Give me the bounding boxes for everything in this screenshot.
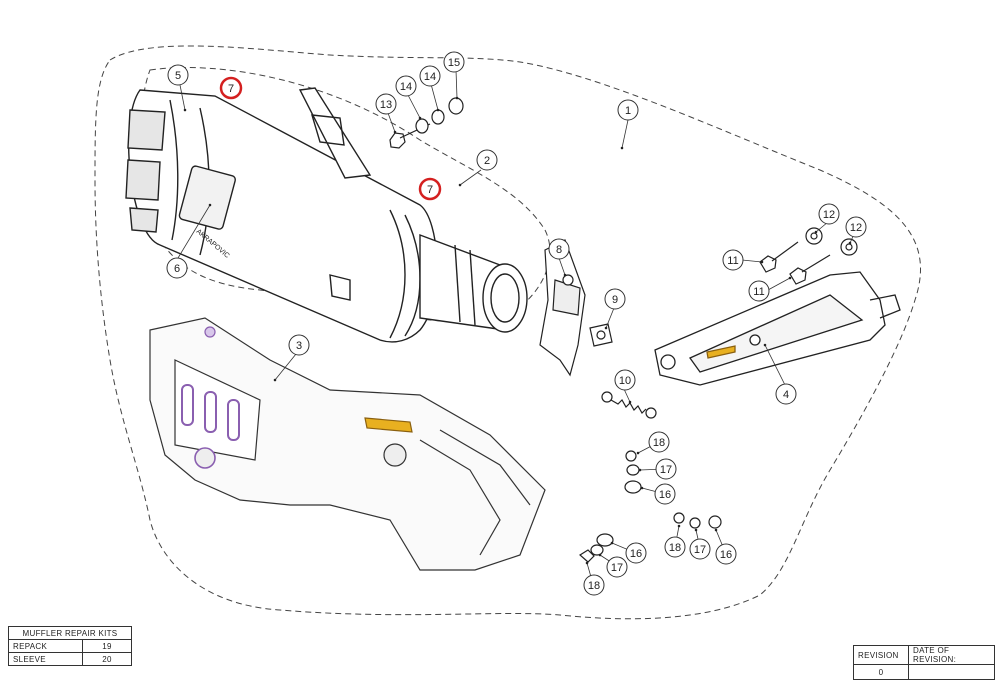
callout-16: 16 (715, 543, 737, 565)
svg-text:2: 2 (484, 155, 490, 167)
svg-text:16: 16 (720, 549, 732, 561)
callout-7-highlighted: 7 (219, 76, 243, 100)
svg-text:9: 9 (612, 294, 618, 306)
table-row: SLEEVE 20 (8, 652, 132, 666)
callout-14: 14 (395, 75, 417, 97)
date-of-revision-value (908, 664, 995, 680)
svg-text:18: 18 (653, 437, 665, 449)
callout-15: 15 (443, 51, 465, 73)
kit-name: SLEEVE (8, 652, 83, 666)
svg-text:17: 17 (660, 464, 672, 476)
callout-7-highlighted: 7 (418, 177, 442, 201)
callout-16: 16 (654, 483, 676, 505)
revision-header: REVISION (853, 645, 909, 665)
svg-text:11: 11 (727, 255, 738, 267)
muffler-body (125, 87, 438, 343)
kits-table-title: MUFFLER REPAIR KITS (8, 626, 132, 640)
callout-18: 18 (583, 574, 605, 596)
table-row: 0 (853, 664, 995, 680)
svg-text:1: 1 (625, 105, 631, 117)
svg-text:13: 13 (380, 99, 392, 111)
callout-1: 1 (617, 99, 639, 121)
svg-text:17: 17 (611, 562, 623, 574)
callout-11: 11 (722, 249, 744, 271)
svg-text:16: 16 (630, 548, 642, 560)
callout-14: 14 (419, 65, 441, 87)
callout-16: 16 (625, 542, 647, 564)
callout-11: 11 (748, 280, 770, 302)
kit-outline-dashed (94, 45, 921, 620)
tail-pipe (419, 233, 528, 333)
svg-text:4: 4 (783, 389, 789, 401)
callout-17: 17 (655, 458, 677, 480)
callout-6: 6 (166, 257, 188, 279)
svg-text:10: 10 (619, 375, 631, 387)
svg-text:8: 8 (556, 244, 562, 256)
callout-18: 18 (648, 431, 670, 453)
hardware-parts (389, 97, 858, 563)
svg-text:14: 14 (424, 71, 436, 83)
kit-name: REPACK (8, 639, 83, 653)
callout-2: 2 (476, 149, 498, 171)
svg-text:5: 5 (175, 70, 181, 82)
kit-part-number: 20 (82, 652, 132, 666)
callout-13: 13 (375, 93, 397, 115)
mounting-bracket (654, 271, 901, 386)
callout-18: 18 (664, 536, 686, 558)
revision-table: REVISION DATE OF REVISION: 0 (853, 645, 995, 680)
callout-4: 4 (775, 383, 797, 405)
svg-text:11: 11 (753, 286, 764, 298)
svg-text:7: 7 (427, 184, 433, 196)
callout-3: 3 (288, 334, 310, 356)
callout-12: 12 (818, 203, 840, 225)
callout-10: 10 (614, 369, 636, 391)
callout-17: 17 (689, 538, 711, 560)
svg-text:16: 16 (659, 489, 671, 501)
svg-text:12: 12 (850, 222, 862, 234)
svg-text:7: 7 (228, 83, 234, 95)
callout-5: 5 (167, 64, 189, 86)
svg-text:18: 18 (669, 542, 681, 554)
svg-text:6: 6 (174, 263, 180, 275)
callout-12: 12 (845, 216, 867, 238)
revision-value: 0 (853, 664, 909, 680)
table-row: REPACK 19 (8, 639, 132, 653)
callout-9: 9 (604, 288, 626, 310)
kit-part-number: 19 (82, 639, 132, 653)
svg-text:15: 15 (448, 57, 460, 69)
heat-shield (149, 317, 546, 571)
date-of-revision-header: DATE OF REVISION: (908, 645, 995, 665)
svg-text:12: 12 (823, 209, 835, 221)
callout-17: 17 (606, 556, 628, 578)
svg-text:18: 18 (588, 580, 600, 592)
callout-8: 8 (548, 238, 570, 260)
svg-text:14: 14 (400, 81, 412, 93)
svg-text:17: 17 (694, 544, 706, 556)
muffler-repair-kits-table: MUFFLER REPAIR KITS REPACK 19 SLEEVE 20 (8, 626, 132, 666)
clamp-bracket (539, 239, 586, 377)
svg-text:3: 3 (296, 340, 302, 352)
spring-part-10 (601, 391, 657, 419)
nut-part-9 (589, 323, 613, 347)
